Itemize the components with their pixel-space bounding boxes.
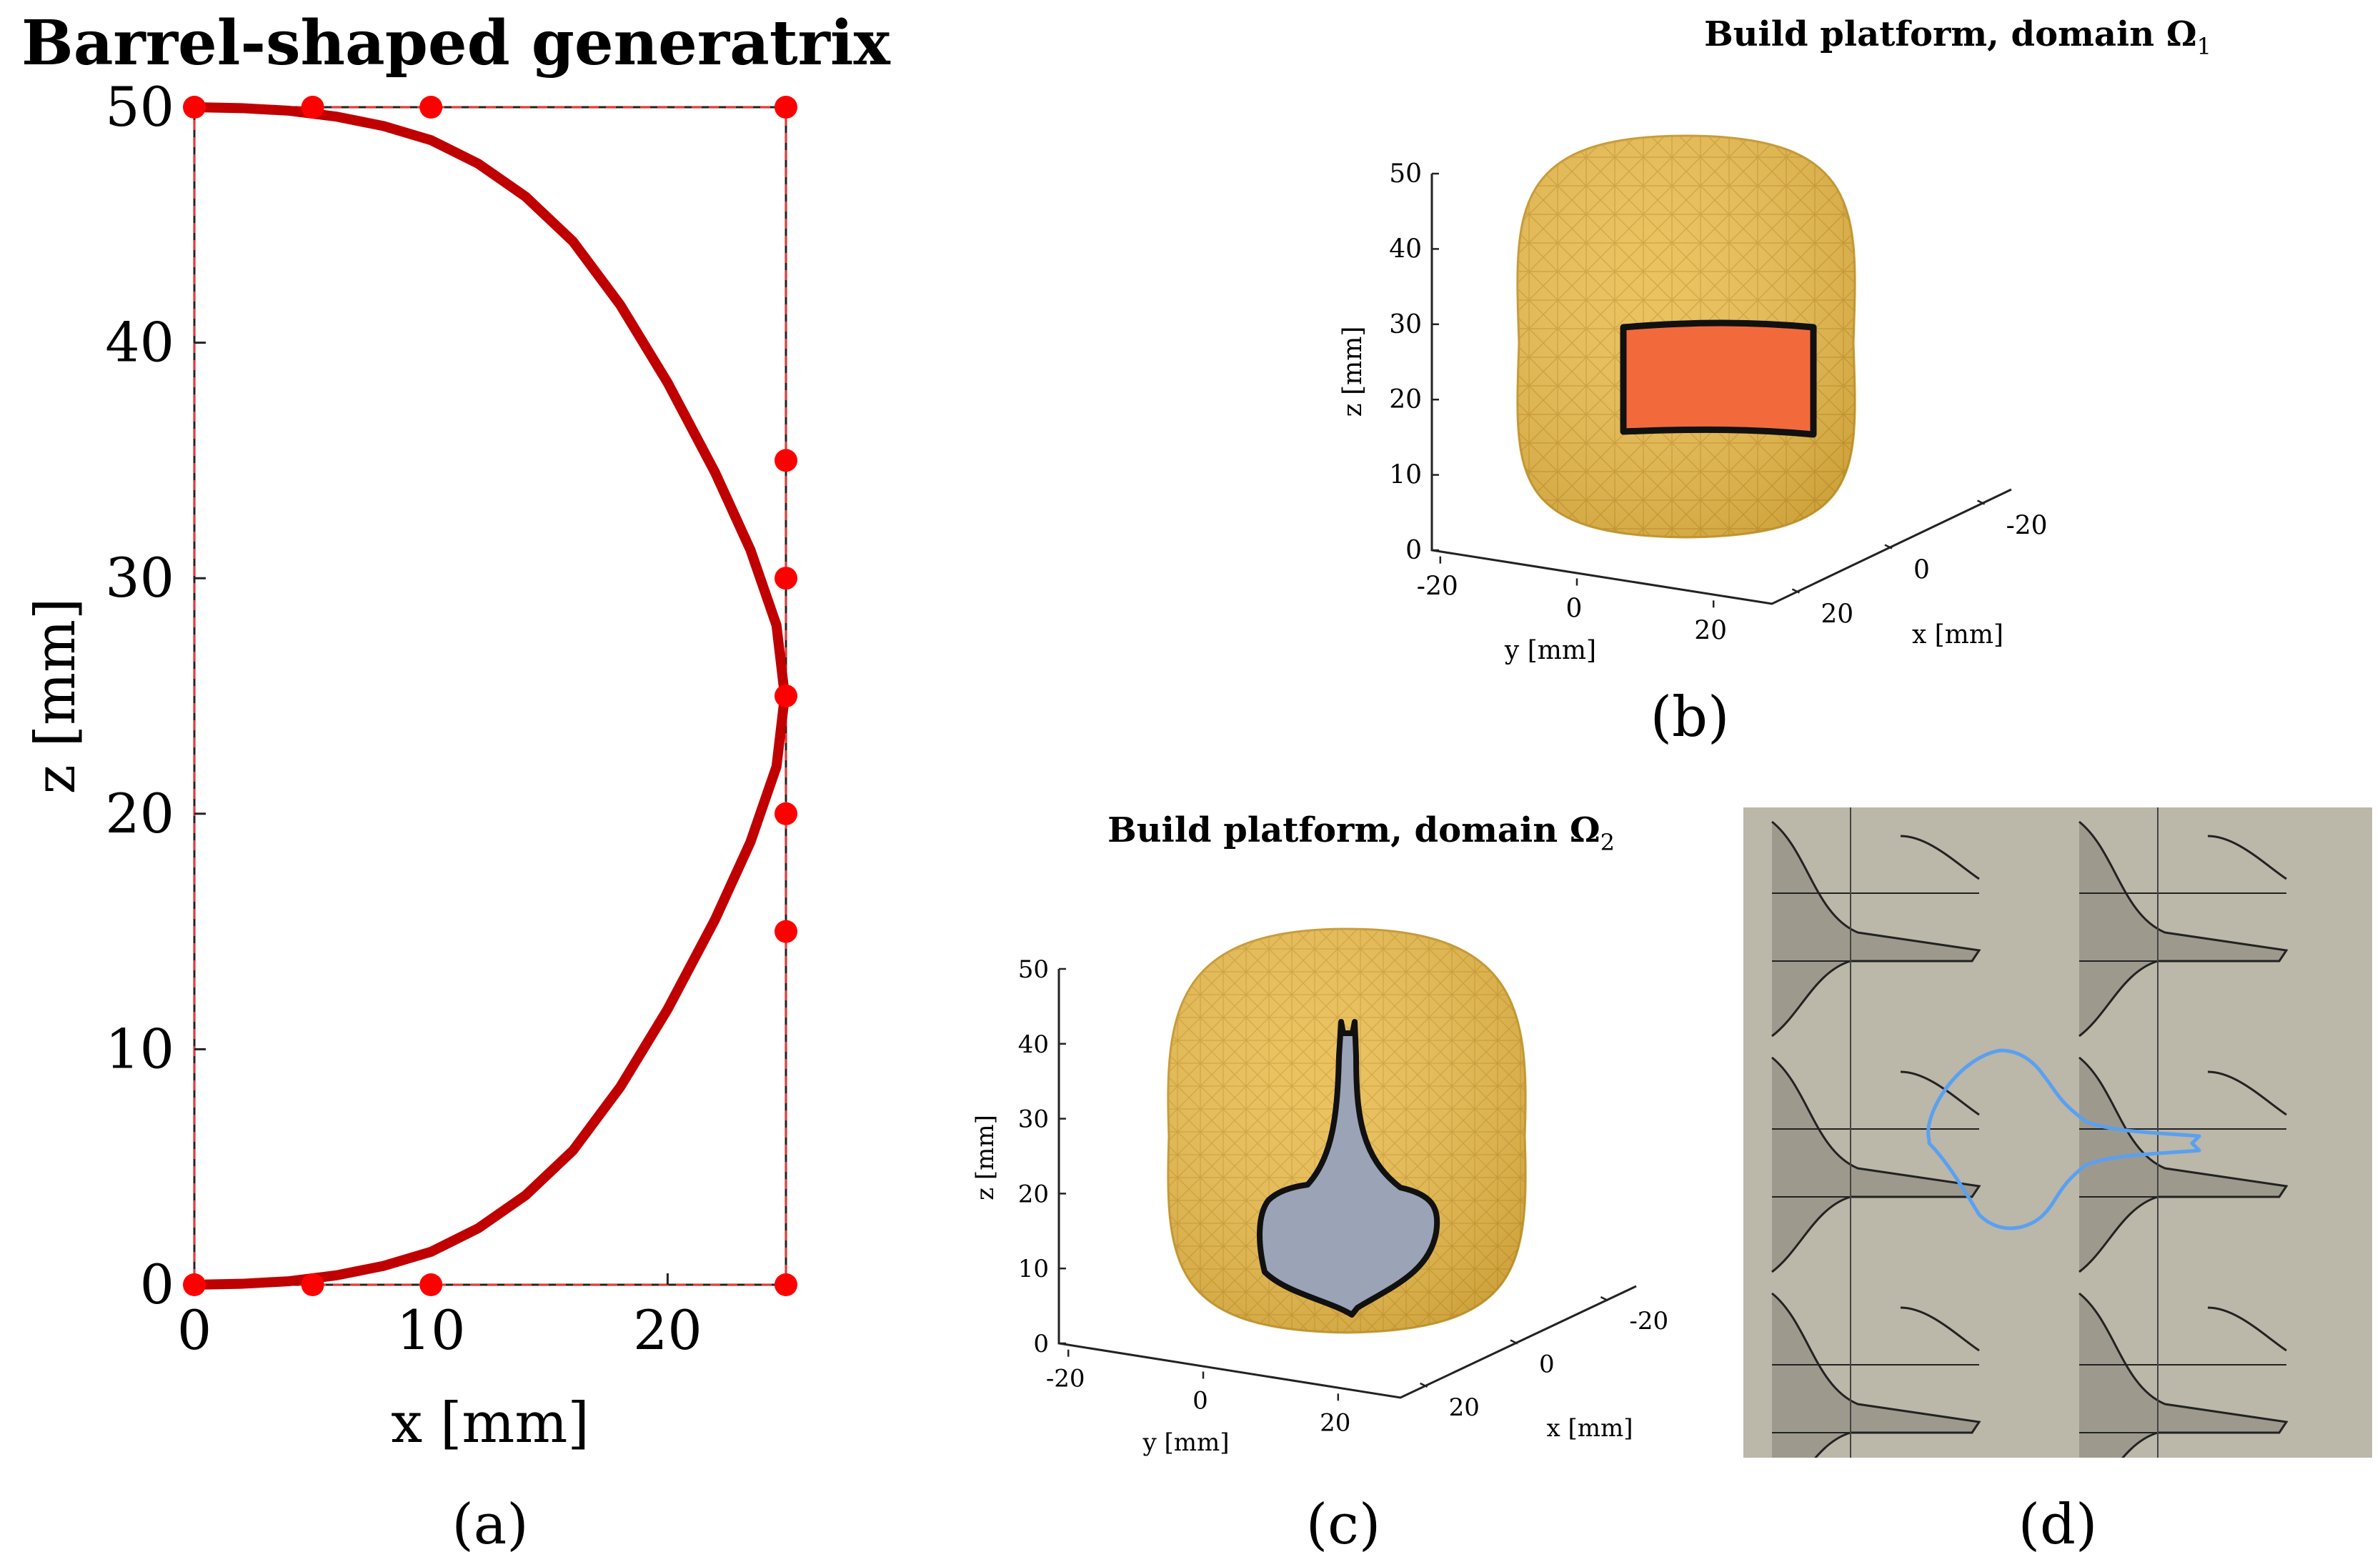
control-polygon xyxy=(193,106,787,1286)
z-axis-ticks: 0 10 20 30 40 50 xyxy=(1389,159,1439,565)
y-tick-label: 0 xyxy=(1566,595,1583,624)
x-tick-mark xyxy=(1420,1382,1428,1388)
panel-c-surface-plot: Build platform, domain Ω2 0 10 20 30 40 50 -2… xyxy=(971,810,1668,1557)
z-tick-label: 10 xyxy=(1018,1255,1049,1283)
control-point xyxy=(775,449,797,472)
y-tick-label: 20 xyxy=(1694,616,1727,645)
z-tick-label: 40 xyxy=(1018,1030,1049,1059)
x-axis-ticks: -20 0 20 xyxy=(1420,1295,1668,1422)
y-tick-label: 0 xyxy=(140,1253,174,1316)
x-tick-label: 20 xyxy=(1821,600,1853,630)
x-tick-label: -20 xyxy=(2006,512,2048,541)
y-axis-label: y [mm] xyxy=(1504,636,1596,665)
z-tick-label: 50 xyxy=(1389,159,1422,189)
panel-label-b: (b) xyxy=(1650,685,1730,750)
y-tick-label: 20 xyxy=(1320,1408,1350,1437)
z-tick-label: 0 xyxy=(1033,1330,1049,1358)
control-point xyxy=(775,920,797,943)
y-tick-label: 40 xyxy=(105,311,174,374)
z-axis-label: z [mm] xyxy=(971,1115,1000,1200)
y-axis-ticks: 0 10 20 30 40 50 xyxy=(105,75,206,1316)
y-tick-label: -20 xyxy=(1417,572,1458,602)
z-axis-label: z [mm] xyxy=(1338,327,1368,417)
chart-title: Barrel-shaped generatrix xyxy=(21,7,891,79)
z-tick-label: 50 xyxy=(1018,955,1049,984)
axes-box xyxy=(1430,174,2012,605)
x-tick-mark xyxy=(1884,544,1893,549)
x-axis-label: x [mm] xyxy=(1912,620,2003,650)
x-axis-label: x [mm] xyxy=(1547,1414,1633,1443)
control-point xyxy=(775,567,797,590)
z-tick-label: 10 xyxy=(1389,461,1422,490)
x-tick-label: 10 xyxy=(397,1298,466,1362)
x-tick-mark xyxy=(1600,1295,1608,1302)
z-tick-label: 20 xyxy=(1389,385,1422,414)
y-tick-label: 10 xyxy=(105,1017,174,1080)
x-tick-label: 0 xyxy=(177,1298,211,1362)
x-tick-label: -20 xyxy=(1629,1307,1668,1335)
z-tick-label: 20 xyxy=(1018,1180,1049,1208)
control-point xyxy=(775,685,797,707)
x-axis-label: x [mm] xyxy=(391,1391,589,1456)
control-points xyxy=(183,96,797,1296)
control-point xyxy=(775,802,797,825)
x-axis-ticks: -20 0 20 xyxy=(1791,499,2048,630)
chart-title: Build platform, domain Ω1 xyxy=(1704,14,2211,60)
control-point xyxy=(301,1273,324,1296)
y-axis-label: y [mm] xyxy=(1142,1428,1229,1457)
x-tick-label: 0 xyxy=(1913,556,1930,585)
y-tick-label: 50 xyxy=(105,75,174,139)
y-axis-ticks: -20 0 20 xyxy=(1417,556,1727,645)
control-point xyxy=(775,1273,797,1296)
control-point xyxy=(301,96,324,119)
panel-a-generatrix-chart: Barrel-shaped generatrix 0 10 20 30 40 50 0 10… xyxy=(21,7,891,1557)
x-tick-mark xyxy=(1791,588,1800,594)
tiled-pattern-image xyxy=(1743,807,2372,1458)
y-tick-label: -20 xyxy=(1046,1365,1085,1393)
panel-b-surface-plot: Build platform, domain Ω1 0 10 20 30 40 50 -2… xyxy=(1338,14,2211,750)
z-tick-label: 0 xyxy=(1405,536,1422,565)
panel-label-a: (a) xyxy=(452,1493,528,1557)
panel-d-tiling-image: (d) xyxy=(1743,807,2372,1557)
domain-omega2-patch xyxy=(1257,1019,1440,1318)
z-tick-label: 30 xyxy=(1389,310,1422,339)
generatrix-curve xyxy=(189,102,790,1290)
x-tick-mark xyxy=(1510,1339,1518,1345)
x-tick-label: 20 xyxy=(1449,1393,1480,1422)
fundamental-domain-outline xyxy=(1926,1048,2201,1230)
x-tick-label: 0 xyxy=(1539,1350,1555,1379)
domain-omega1-patch xyxy=(1620,319,1817,438)
y-axis-label: z [mm] xyxy=(24,598,88,795)
y-axis-ticks: -20 0 20 xyxy=(1046,1349,1350,1437)
control-point xyxy=(419,1273,443,1296)
x-tick-mark xyxy=(1977,499,1986,505)
x-axis-ticks: 0 10 20 xyxy=(177,1273,702,1362)
z-tick-label: 30 xyxy=(1018,1105,1049,1134)
panel-label-d: (d) xyxy=(2018,1493,2098,1557)
x-tick-label: 20 xyxy=(633,1298,702,1362)
control-point xyxy=(183,1273,206,1296)
y-tick-label: 30 xyxy=(105,546,174,610)
control-point xyxy=(419,96,443,119)
chart-title: Build platform, domain Ω2 xyxy=(1107,810,1615,856)
z-tick-label: 40 xyxy=(1389,234,1422,264)
y-tick-label: 0 xyxy=(1193,1387,1208,1416)
axes-box xyxy=(1057,969,1637,1399)
control-point xyxy=(775,96,797,119)
control-point xyxy=(183,96,206,119)
panel-label-c: (c) xyxy=(1306,1493,1381,1557)
plot-frame xyxy=(193,106,787,1286)
y-tick-label: 20 xyxy=(105,782,174,845)
z-axis-ticks: 0 10 20 30 40 50 xyxy=(1018,955,1066,1358)
